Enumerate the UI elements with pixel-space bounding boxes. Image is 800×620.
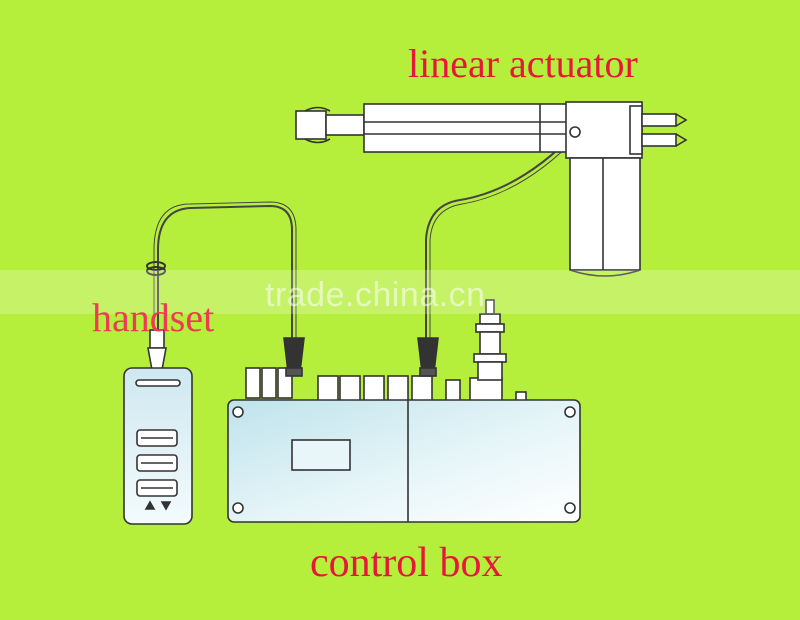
linear-actuator-label: linear actuator	[408, 41, 638, 86]
actuator-cable	[425, 132, 579, 338]
power-plug	[473, 299, 507, 381]
cable-coil	[146, 261, 166, 276]
connector-row	[245, 367, 527, 403]
actuator-plug	[417, 337, 439, 377]
handset-cable	[153, 201, 297, 338]
control-box	[227, 299, 581, 523]
linear-actuator	[295, 101, 688, 277]
control-box-label: control box	[310, 540, 503, 586]
handset-plug	[283, 337, 305, 377]
watermark-band	[0, 270, 800, 314]
watermark-text: trade.china.cn	[265, 276, 486, 314]
handset-device	[123, 329, 193, 525]
handset-label: handset	[92, 295, 215, 340]
